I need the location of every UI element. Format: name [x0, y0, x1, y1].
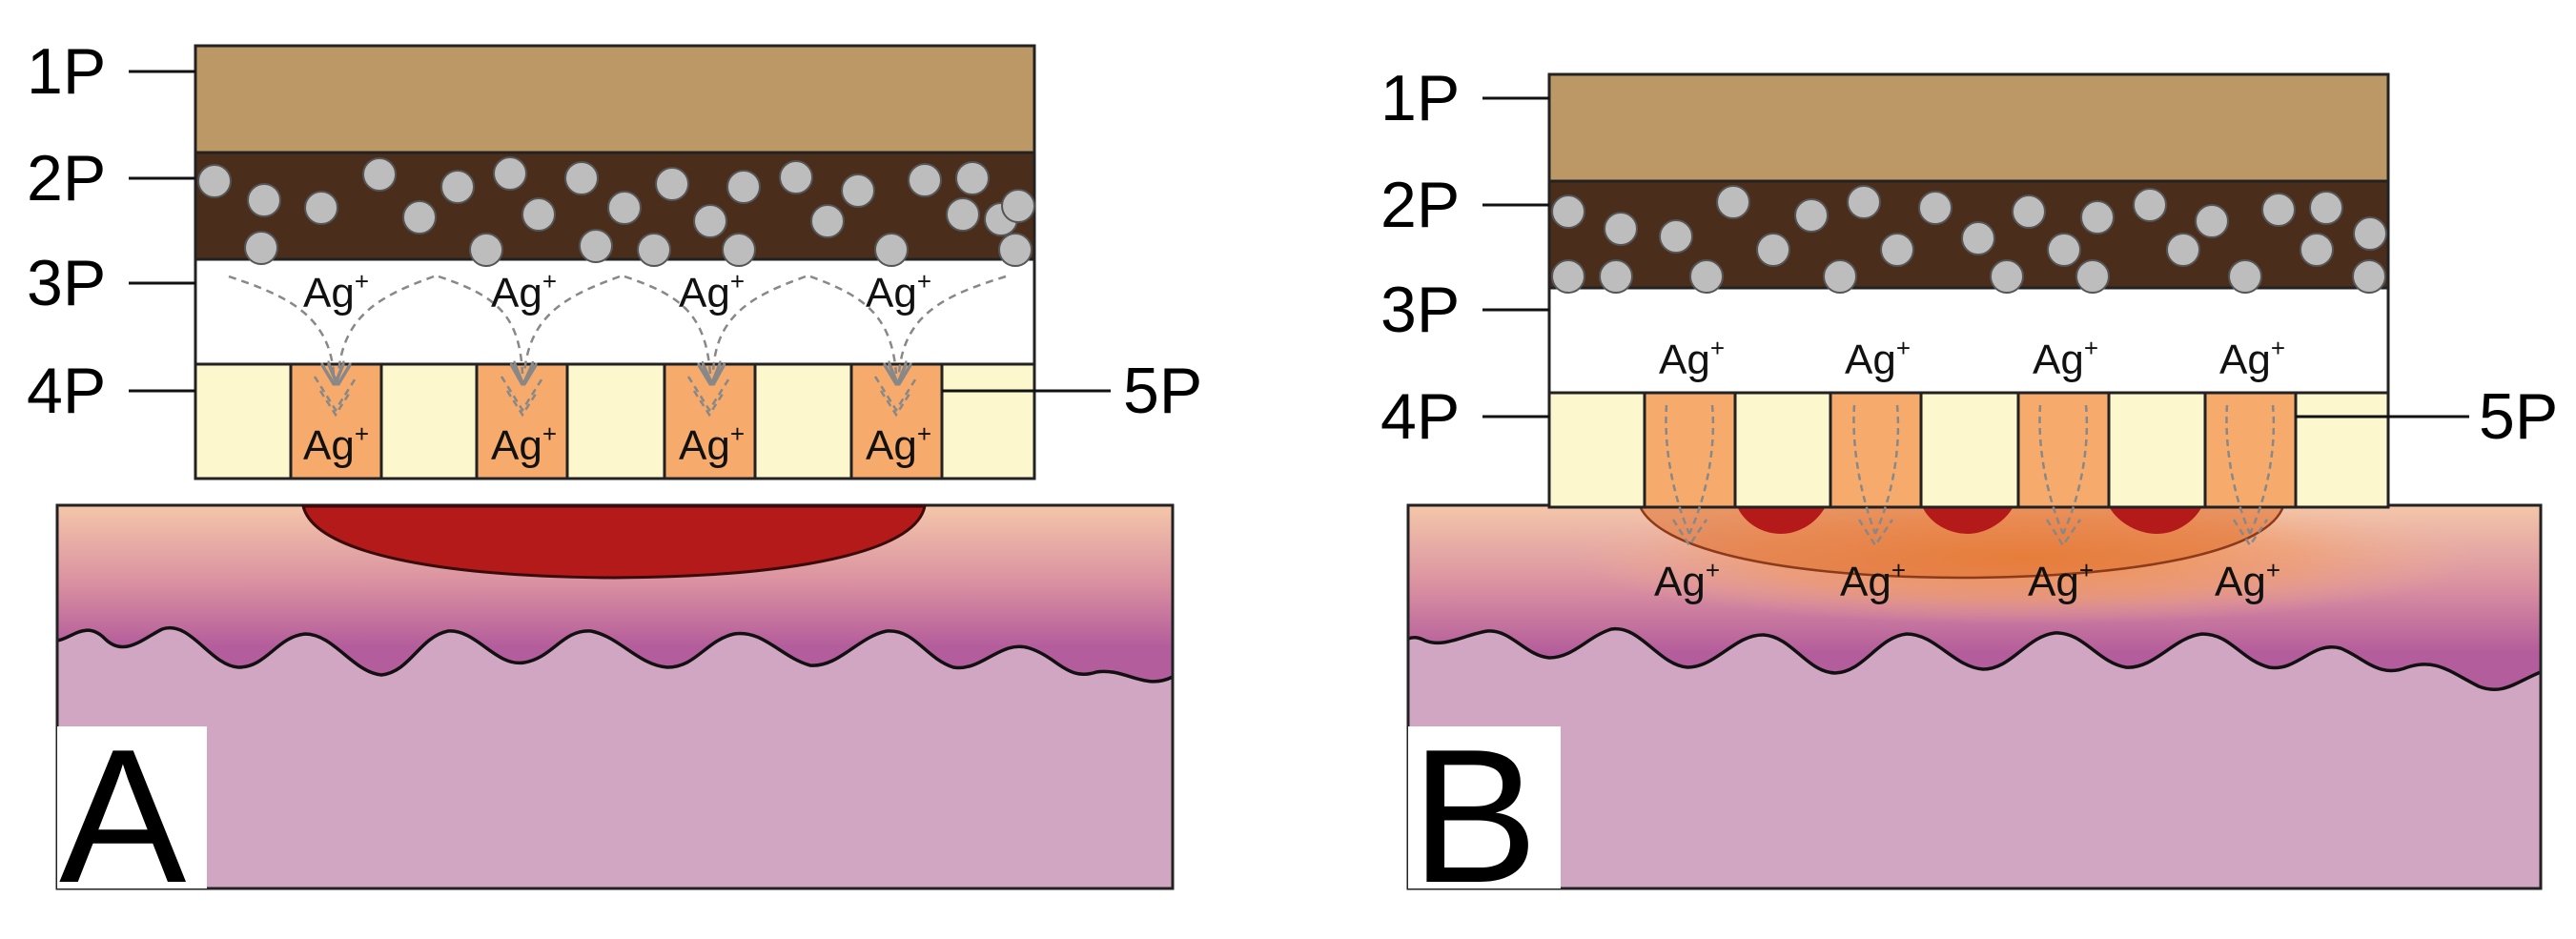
skin-boundary-a: [56, 625, 1174, 684]
ion-label: Ag+: [303, 419, 369, 469]
diffusion-arrows-a: [228, 275, 1007, 374]
silver-particles-a: [197, 156, 1035, 267]
leader-lines-a: [129, 70, 1111, 393]
ion-label: Ag+: [1845, 334, 1911, 383]
layer-1-a: [194, 44, 1036, 154]
ion-label: Ag+: [2215, 556, 2280, 605]
skin-boundary-b: [1407, 627, 2542, 692]
diffusion-arrows-b: [1665, 404, 2276, 548]
panel-letter-box-b: [1408, 726, 1561, 888]
label-5p-b: 5P: [2479, 380, 2558, 453]
ion-label: Ag+: [866, 267, 931, 316]
panel-letter-box-a: [57, 726, 207, 888]
ion-label: Ag+: [491, 419, 557, 469]
label-1p-b: 1P: [1380, 62, 1460, 134]
wound-a: [301, 504, 927, 580]
ion-label: Ag+: [1654, 556, 1720, 605]
label-3p-b: 3P: [1380, 274, 1460, 346]
panel-letter-a: A: [59, 710, 187, 923]
panel-b: Ag+ Ag+ Ag+ Ag+ Ag+ Ag+ Ag+ Ag+ 1P 2P 3P…: [1380, 62, 2558, 923]
silver-particles-b: [1551, 185, 2387, 294]
label-4p-a: 4P: [27, 355, 106, 427]
skin-upper-layer-a: [57, 505, 1173, 682]
cell-arrows-a: [313, 376, 919, 418]
leader-lines-b: [1482, 96, 2469, 418]
layer-1-b: [1547, 72, 2390, 183]
ion-label: Ag+: [303, 267, 369, 316]
ion-label: Ag+: [679, 267, 745, 316]
wound-remnants-b: [1737, 506, 2202, 534]
layer-3-b: [1547, 286, 2390, 395]
ion-label: Ag+: [491, 267, 557, 316]
ion-labels-b: Ag+ Ag+ Ag+ Ag+ Ag+ Ag+ Ag+ Ag+: [1654, 334, 2285, 605]
label-2p-b: 2P: [1380, 169, 1460, 241]
ion-label: Ag+: [2028, 556, 2094, 605]
label-2p-a: 2P: [27, 142, 106, 214]
panel-a: Ag+ Ag+ Ag+ Ag+ Ag+ Ag+ Ag+ Ag+ 1P 2P 3P…: [27, 35, 1202, 923]
ion-label: Ag+: [1659, 334, 1725, 383]
label-5p-a: 5P: [1123, 355, 1202, 427]
label-1p-a: 1P: [27, 35, 106, 108]
ion-label: Ag+: [2219, 334, 2285, 383]
panel-letter-b: B: [1411, 710, 1538, 923]
ion-labels-a: Ag+ Ag+ Ag+ Ag+ Ag+ Ag+ Ag+ Ag+: [303, 267, 931, 469]
ion-label: Ag+: [679, 419, 745, 469]
ion-label: Ag+: [866, 419, 931, 469]
ion-label: Ag+: [1840, 556, 1906, 605]
ion-label: Ag+: [2033, 334, 2098, 383]
label-4p-b: 4P: [1380, 380, 1460, 453]
label-3p-a: 3P: [27, 247, 106, 319]
layer-3-a: [194, 257, 1036, 366]
layer-5-cells-b: [1643, 391, 2298, 509]
